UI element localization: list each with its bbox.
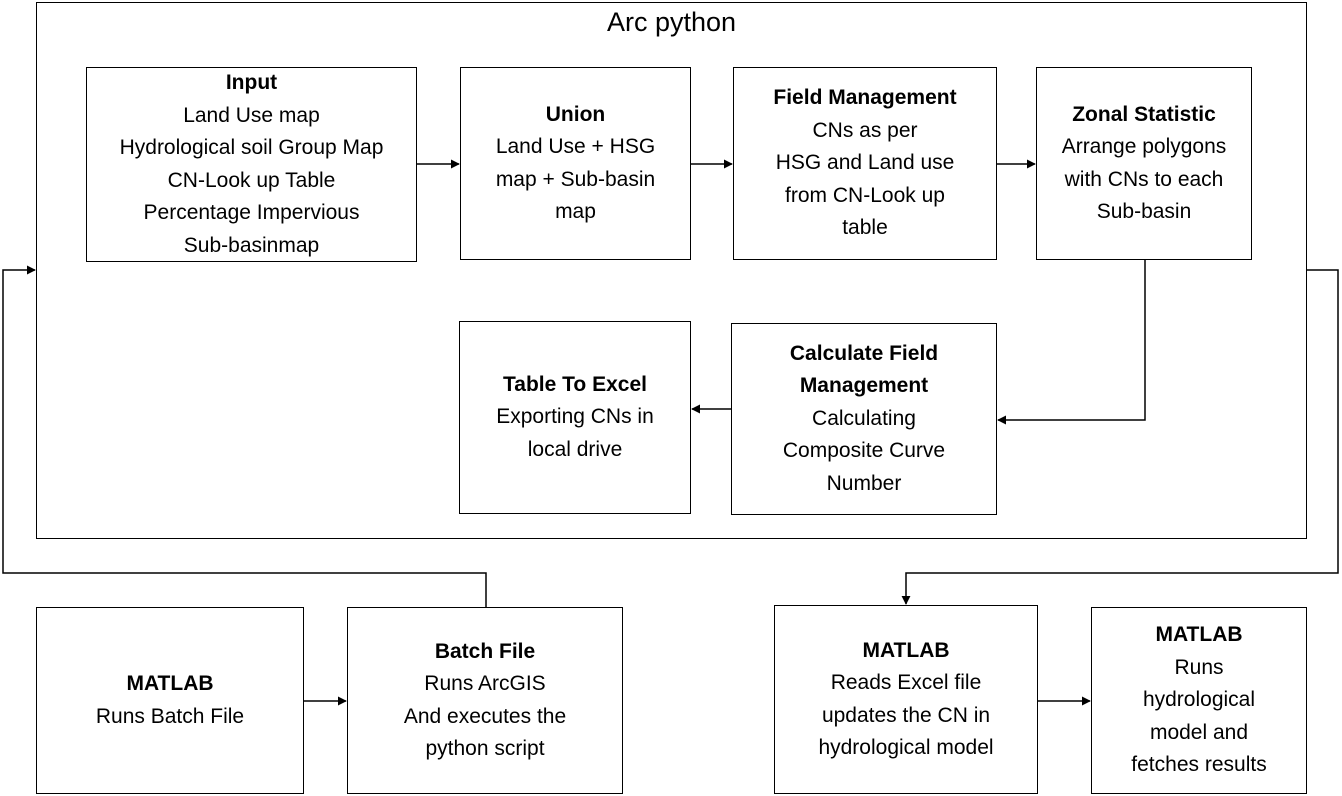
- input-title: Input: [225, 71, 278, 94]
- matlab-reads-excel-line: hydrological model: [818, 736, 994, 759]
- matlab-reads-excel-line: Reads Excel file: [830, 671, 982, 694]
- matlab-reads-excel-line: updates the CN in: [821, 703, 991, 727]
- table-to-excel-title: Table To Excel: [503, 372, 647, 396]
- field-management-line: table: [842, 216, 888, 240]
- table-to-excel-box: Table To Excel Exporting CNs in local dr…: [459, 321, 691, 514]
- table-to-excel-line: Exporting CNs in: [496, 405, 654, 429]
- matlab-runs-model-line: model and: [1149, 720, 1249, 744]
- batch-file-box: Batch File Runs ArcGIS And executes the …: [347, 607, 623, 794]
- union-box: Union Land Use + HSG map + Sub-basin map: [460, 67, 691, 260]
- matlab-runs-model-line: hydrological: [1142, 688, 1256, 712]
- union-line: map: [555, 200, 596, 223]
- calculate-field-management-box: Calculate Field Management Calculating C…: [731, 323, 997, 515]
- input-line: Hydrological soil Group Map: [119, 136, 384, 159]
- union-title: Union: [545, 102, 606, 126]
- union-line: map + Sub-basin: [495, 167, 656, 191]
- matlab-runs-model-line: fetches results: [1131, 753, 1267, 777]
- table-to-excel-line: local drive: [527, 437, 623, 461]
- calculate-field-line: Composite Curve: [782, 439, 946, 463]
- matlab-runs-model-line: Runs: [1174, 655, 1224, 679]
- arrow-zonal-to-calculate: [997, 260, 1146, 425]
- calculate-field-title: Management: [799, 374, 929, 398]
- field-management-line: from CN-Look up: [785, 183, 945, 207]
- container-title: Arc python: [606, 7, 737, 37]
- zonal-statistic-line: Sub-basin: [1096, 200, 1192, 223]
- field-management-box: Field Management CNs as per HSG and Land…: [733, 67, 997, 260]
- arrow-container-to-matlab-excel: [901, 269, 1339, 605]
- input-line: Land Use map: [183, 103, 320, 127]
- batch-file-title: Batch File: [434, 639, 536, 663]
- arrow-batch-to-container: [2, 265, 487, 607]
- batch-file-line: And executes the: [403, 704, 567, 728]
- batch-file-line: Runs ArcGIS: [424, 672, 546, 695]
- matlab-runs-batch-line: Runs Batch File: [95, 704, 245, 728]
- input-line: Sub-basinmap: [183, 233, 320, 257]
- calculate-field-line: Number: [826, 471, 902, 495]
- input-line: CN-Look up Table: [167, 168, 336, 192]
- input-box: Input Land Use map Hydrological soil Gro…: [86, 67, 417, 262]
- batch-file-line: python script: [425, 737, 545, 760]
- zonal-statistic-line: with CNs to each: [1064, 167, 1224, 191]
- matlab-reads-excel-title: MATLAB: [862, 638, 950, 662]
- field-management-line: CNs as per: [812, 118, 918, 142]
- matlab-reads-excel-box: MATLAB Reads Excel file updates the CN i…: [774, 605, 1038, 794]
- calculate-field-line: Calculating: [812, 406, 916, 430]
- field-management-line: HSG and Land use: [775, 151, 955, 175]
- arc-python-container: Arc python: [36, 2, 1307, 539]
- zonal-statistic-box: Zonal Statistic Arrange polygons with CN…: [1036, 67, 1252, 260]
- matlab-runs-batch-title: MATLAB: [126, 672, 214, 695]
- matlab-runs-batch-box: MATLAB Runs Batch File: [36, 607, 304, 794]
- calculate-field-title: Calculate Field: [789, 341, 939, 365]
- input-line: Percentage Impervious: [143, 201, 360, 224]
- zonal-statistic-line: Arrange polygons: [1061, 135, 1227, 158]
- zonal-statistic-title: Zonal Statistic: [1072, 102, 1216, 126]
- matlab-runs-model-box: MATLAB Runs hydrological model and fetch…: [1091, 607, 1307, 794]
- field-management-title: Field Management: [773, 86, 957, 110]
- matlab-runs-model-title: MATLAB: [1155, 623, 1243, 647]
- union-line: Land Use + HSG: [495, 135, 656, 158]
